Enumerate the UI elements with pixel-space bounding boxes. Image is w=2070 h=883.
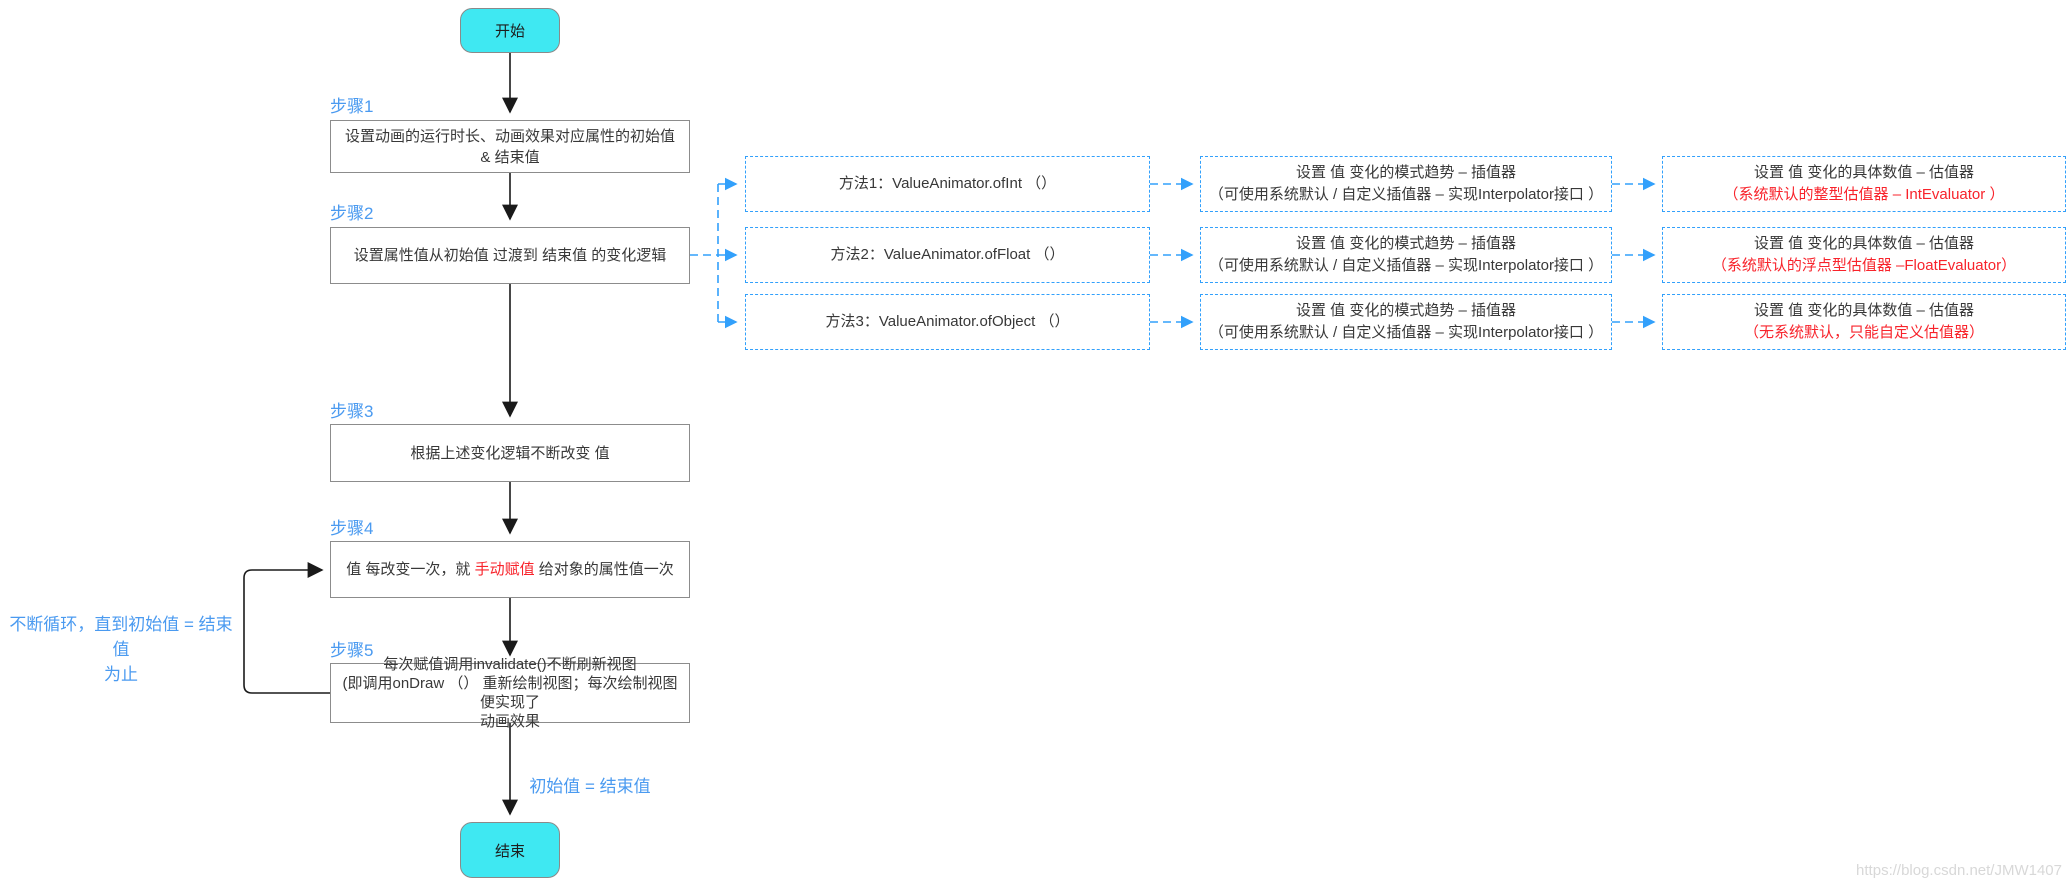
step4-label: 步骤4 [330,519,374,538]
step2-box: 设置属性值从初始值 过渡到 结束值 的变化逻辑 [330,227,690,284]
method1-box: 方法1：ValueAnimator.ofInt （） [745,156,1150,212]
interpolator1-box: 设置 值 变化的模式趋势 – 插值器 （可使用系统默认 / 自定义插值器 – 实… [1200,156,1612,212]
step4-text: 值 每改变一次，就 手动赋值 给对象的属性值一次 [346,559,674,580]
evaluator1-line2: （系统默认的整型估值器 – IntEvaluator ） [1723,186,2005,203]
interpolator3-line1: 设置 值 变化的模式趋势 – 插值器 [1295,302,1516,319]
method3-box: 方法3：ValueAnimator.ofObject （） [745,294,1150,350]
interpolator1-line1: 设置 值 变化的模式趋势 – 插值器 [1295,164,1516,181]
evaluator1-box: 设置 值 变化的具体数值 – 估值器 （系统默认的整型估值器 – IntEval… [1662,156,2066,212]
step4-text-before: 值 每改变一次，就 [346,561,475,578]
loop-note-line1: 不断循环，直到初始值 = 结束值 [9,615,233,659]
start-node: 开始 [460,8,560,53]
interpolator1-line2: （可使用系统默认 / 自定义插值器 – 实现Interpolator接口 ） [1208,186,1604,203]
watermark: https://blog.csdn.net/JMW1407 [1856,862,2062,879]
step5-label: 步骤5 [330,641,374,660]
evaluator2-line1: 设置 值 变化的具体数值 – 估值器 [1753,235,1974,252]
method2-box: 方法2：ValueAnimator.ofFloat （） [745,227,1150,283]
evaluator3-line1: 设置 值 变化的具体数值 – 估值器 [1753,302,1974,319]
step4-text-red: 手动赋值 [474,561,535,578]
evaluator2-line2: （系统默认的浮点型估值器 –FloatEvaluator） [1711,257,2017,274]
step5-line1: 每次赋值调用invalidate()不断刷新视图 [383,656,637,673]
evaluator2-box: 设置 值 变化的具体数值 – 估值器 （系统默认的浮点型估值器 –FloatEv… [1662,227,2066,283]
end-condition-note: 初始值 = 结束值 [529,777,651,796]
step2-label: 步骤2 [330,204,374,223]
evaluator3-box: 设置 值 变化的具体数值 – 估值器 （无系统默认，只能自定义估值器） [1662,294,2066,350]
step1-label: 步骤1 [330,97,374,116]
loop-note: 不断循环，直到初始值 = 结束值 为止 [5,612,237,687]
evaluator1-line1: 设置 值 变化的具体数值 – 估值器 [1753,164,1974,181]
interpolator2-line1: 设置 值 变化的模式趋势 – 插值器 [1295,235,1516,252]
step1-box: 设置动画的运行时长、动画效果对应属性的初始值 & 结束值 [330,120,690,173]
interpolator2-line2: （可使用系统默认 / 自定义插值器 – 实现Interpolator接口 ） [1208,257,1604,274]
end-node: 结束 [460,822,560,878]
step5-line3: 动画效果 [479,713,540,730]
step5-box: 每次赋值调用invalidate()不断刷新视图 (即调用onDraw （） 重… [330,656,690,730]
step4-text-after: 给对象的属性值一次 [534,561,674,578]
step5-line2: (即调用onDraw （） 重新绘制视图；每次绘制视图便实现了 [342,675,678,711]
interpolator3-box: 设置 值 变化的模式趋势 – 插值器 （可使用系统默认 / 自定义插值器 – 实… [1200,294,1612,350]
evaluator3-line2: （无系统默认，只能自定义估值器） [1743,324,1984,341]
step4-box: 值 每改变一次，就 手动赋值 给对象的属性值一次 [330,541,690,598]
loop-note-line2: 为止 [104,665,138,684]
interpolator3-line2: （可使用系统默认 / 自定义插值器 – 实现Interpolator接口 ） [1208,324,1604,341]
step3-box: 根据上述变化逻辑不断改变 值 [330,424,690,482]
interpolator2-box: 设置 值 变化的模式趋势 – 插值器 （可使用系统默认 / 自定义插值器 – 实… [1200,227,1612,283]
step3-label: 步骤3 [330,402,374,421]
